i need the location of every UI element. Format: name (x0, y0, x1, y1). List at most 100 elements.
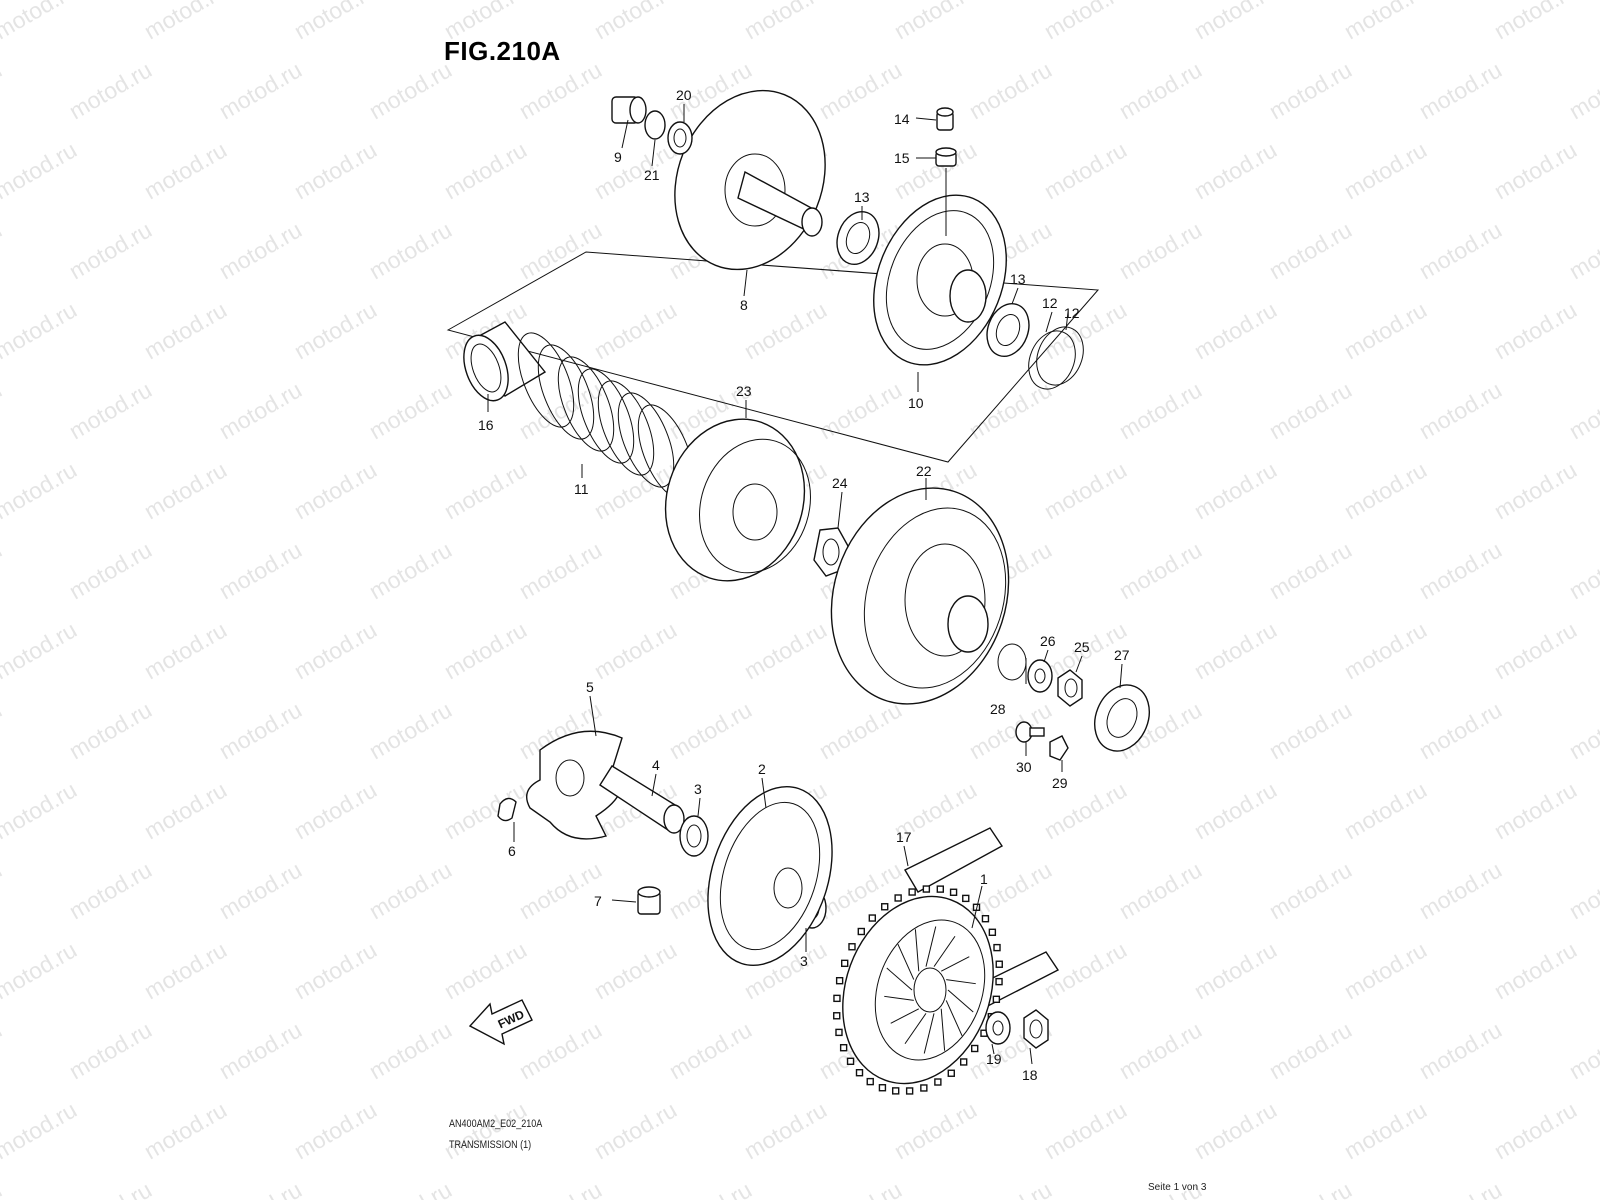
watermark-text: motod.ru (1265, 216, 1357, 284)
watermark-text: motod.ru (1490, 136, 1582, 204)
fan-blade (904, 1013, 927, 1045)
part-7-spacer (637, 886, 661, 915)
gear-tooth (866, 1077, 874, 1086)
watermark-text: motod.ru (590, 296, 682, 364)
watermark-text: motod.ru (1040, 136, 1132, 204)
watermark-text: motod.ru (215, 56, 307, 124)
part-15-collar (935, 147, 957, 167)
watermark-text: motod.ru (65, 1176, 157, 1200)
watermark-text: motod.ru (0, 216, 6, 284)
watermark-text: motod.ru (290, 936, 382, 1004)
watermark-text: motod.ru (815, 376, 907, 444)
callout-26: 26 (1040, 633, 1056, 649)
gear-tooth (891, 1087, 900, 1095)
watermark-text: motod.ru (815, 696, 907, 764)
assembly-bracket (446, 251, 1100, 463)
watermark-text: motod.ru (590, 0, 682, 44)
watermark-text: motod.ru (1415, 536, 1507, 604)
fan-blade (945, 1000, 963, 1037)
watermark-text: motod.ru (0, 1176, 6, 1200)
part-19-washer (985, 1011, 1011, 1045)
part-18-nut (1023, 1009, 1049, 1049)
watermark-text: motod.ru (1190, 136, 1282, 204)
watermark-text: motod.ru (0, 136, 81, 204)
gear-tooth (855, 1069, 864, 1077)
page-indicator: Seite 1 von 3 (1148, 1182, 1207, 1193)
watermark-text: motod.ru (140, 296, 232, 364)
watermark-text: motod.ru (140, 1096, 232, 1164)
watermark-text: motod.ru (515, 1016, 607, 1084)
part-22-clutch-housing (830, 487, 1010, 705)
gear-tooth (835, 1028, 843, 1037)
callout-4: 4 (652, 757, 660, 773)
watermark-text: motod.ru (215, 1176, 307, 1200)
callout-19: 19 (986, 1051, 1002, 1067)
figure-code: AN400AM2_E02_210A (449, 1118, 543, 1130)
watermark-text: motod.ru (1565, 56, 1600, 124)
watermark-text: motod.ru (365, 1016, 457, 1084)
watermark-text: motod.ru (515, 536, 607, 604)
watermark-text: motod.ru (740, 0, 832, 44)
watermark-text: motod.ru (590, 936, 682, 1004)
watermark-text: motod.ru (1490, 0, 1582, 44)
watermark-text: motod.ru (1565, 536, 1600, 604)
gear-tooth (934, 1078, 942, 1086)
part-13-seal-lower (986, 303, 1030, 357)
fwd-arrow-icon: FWD (468, 999, 533, 1046)
watermark-text: motod.ru (1565, 376, 1600, 444)
watermark-text: motod.ru (515, 1176, 607, 1200)
watermark-text: motod.ru (665, 696, 757, 764)
watermark-text: motod.ru (215, 696, 307, 764)
gear-tooth (947, 1069, 955, 1077)
watermark-text: motod.ru (65, 376, 157, 444)
watermark-text: motod.ru (740, 616, 832, 684)
part-16-sleeve (463, 321, 547, 402)
callout-29: 29 (1052, 775, 1068, 791)
watermark-text: motod.ru (1265, 1016, 1357, 1084)
callout-21: 21 (644, 167, 660, 183)
watermark-text: motod.ru (440, 136, 532, 204)
part-20-seal (667, 121, 693, 155)
watermark-text: motod.ru (0, 0, 81, 44)
watermark-text: motod.ru (1490, 776, 1582, 844)
callout-12-left: 12 (1042, 295, 1058, 311)
gear-tooth (949, 888, 958, 896)
watermark-text: motod.ru (440, 936, 532, 1004)
callout-22: 22 (916, 463, 932, 479)
watermark-text: motod.ru (0, 1016, 6, 1084)
part-26-washer (1027, 659, 1053, 693)
callout-30: 30 (1016, 759, 1032, 775)
watermark-text: motod.ru (1340, 776, 1432, 844)
callout-7: 7 (594, 893, 602, 909)
fan-blade (884, 995, 914, 1001)
watermark-text: motod.ru (215, 536, 307, 604)
watermark-text: motod.ru (815, 1176, 907, 1200)
watermark-text: motod.ru (1415, 696, 1507, 764)
watermark-text: motod.ru (215, 216, 307, 284)
part-21-ring (644, 110, 666, 140)
watermark-text: motod.ru (0, 56, 6, 124)
gear-tooth (833, 994, 841, 1003)
watermark-text: motod.ru (1115, 376, 1207, 444)
gear-tooth (962, 894, 970, 903)
watermark-text: motod.ru (0, 376, 6, 444)
watermark-text: motod.ru (1565, 1176, 1600, 1200)
watermark-text: motod.ru (1115, 536, 1207, 604)
watermark-text: motod.ru (0, 776, 81, 844)
watermark-text: motod.ru (965, 56, 1057, 124)
watermark-text: motod.ru (1040, 1096, 1132, 1164)
watermark-text: motod.ru (290, 456, 382, 524)
watermark-text: motod.ru (140, 936, 232, 1004)
part-12-rings (1028, 326, 1084, 390)
spring-coil (577, 368, 635, 464)
watermark-text: motod.ru (1415, 1016, 1507, 1084)
watermark-text: motod.ru (890, 136, 982, 204)
fan-blade (890, 1008, 920, 1024)
watermark-text: motod.ru (440, 616, 532, 684)
watermark-text: motod.ru (65, 1016, 157, 1084)
watermark-text: motod.ru (1190, 776, 1282, 844)
fan-blade (940, 1008, 946, 1051)
gear-tooth (995, 977, 1003, 986)
watermark-text: motod.ru (290, 776, 382, 844)
watermark-text: motod.ru (1490, 936, 1582, 1004)
